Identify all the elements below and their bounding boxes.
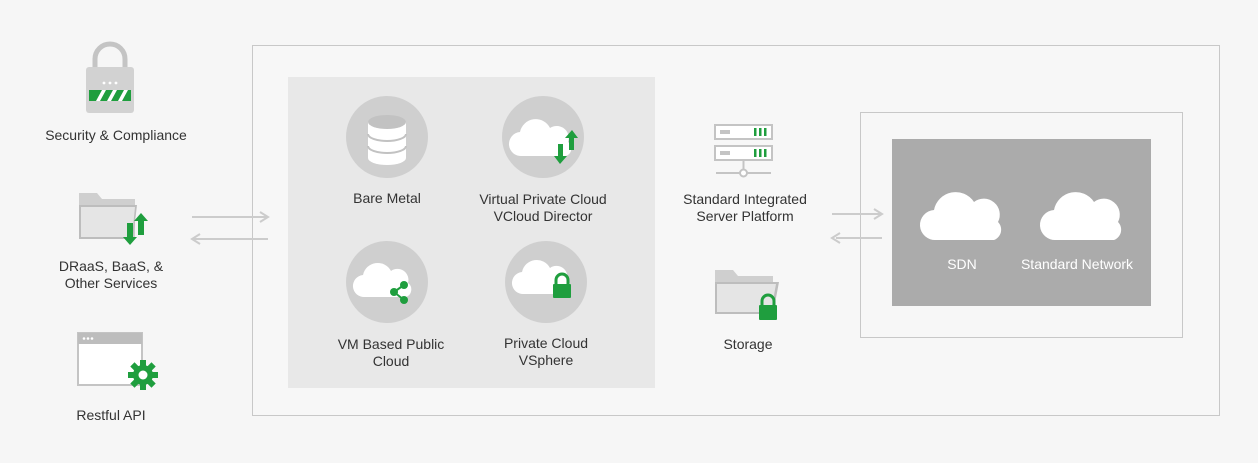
draas-label: DRaaS, BaaS, & Other Services	[58, 258, 164, 291]
standard-network-cloud-icon	[1039, 192, 1122, 241]
database-icon	[367, 115, 407, 165]
bare-metal-label: Bare Metal	[353, 190, 421, 206]
server-rack-icon	[714, 124, 773, 178]
cloud-transfer-icon	[508, 119, 578, 164]
browser-gear-icon	[77, 332, 158, 390]
restful-api-label: Restful API	[76, 407, 146, 423]
server-platform-label: Standard Integrated Server Platform	[683, 191, 807, 224]
security-compliance-label: Security & Compliance	[45, 127, 187, 143]
padlock-icon	[86, 41, 134, 113]
standard-network-label: Standard Network	[1020, 256, 1134, 272]
network-arrows-icon	[830, 208, 884, 244]
folder-transfer-icon	[79, 193, 148, 245]
vm-public-cloud-label: VM Based Public Cloud	[337, 336, 445, 369]
private-cloud-label: Private Cloud VSphere	[503, 335, 589, 368]
sdn-cloud-icon	[919, 192, 1002, 241]
cloud-share-icon	[352, 262, 412, 304]
cloud-lock-icon	[511, 259, 571, 298]
sdn-label: SDN	[947, 256, 977, 272]
folder-lock-icon	[715, 270, 779, 320]
vpc-label: Virtual Private Cloud VCloud Director	[479, 191, 607, 224]
storage-label: Storage	[723, 336, 773, 352]
bidirectional-arrows-icon	[190, 211, 270, 245]
